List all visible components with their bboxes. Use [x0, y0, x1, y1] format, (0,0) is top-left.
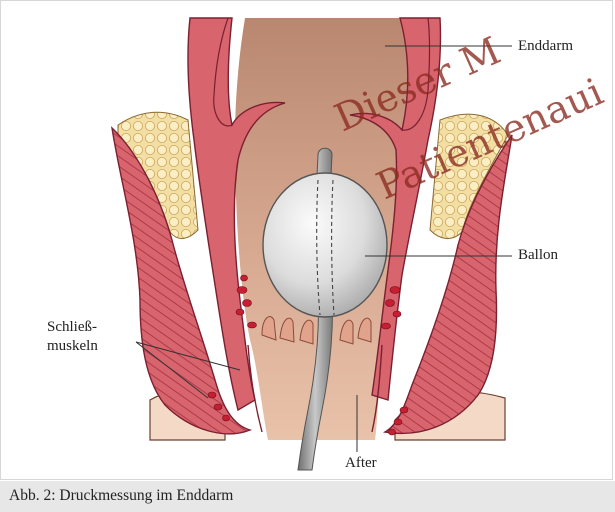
- balloon: [263, 173, 387, 317]
- label-ballon: Ballon: [518, 247, 558, 264]
- label-after: After: [345, 455, 377, 472]
- label-schliessmuskeln-line2: muskeln: [47, 338, 98, 355]
- anorectal-diagram: [0, 0, 615, 480]
- label-enddarm: Enddarm: [518, 38, 573, 55]
- figure-caption: Abb. 2: Druckmessung im Enddarm: [0, 481, 615, 512]
- label-schliessmuskeln-line1: Schließ-: [47, 319, 97, 336]
